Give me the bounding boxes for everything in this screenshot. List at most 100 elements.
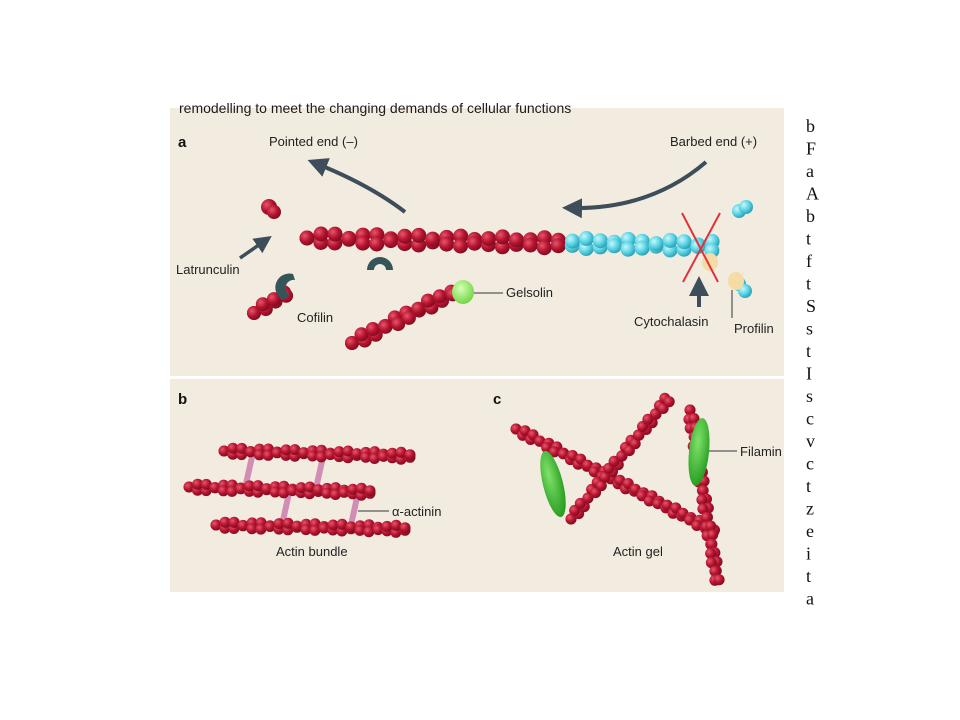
panel-b-letter: b [178, 391, 187, 408]
side-text-letter: t [806, 274, 811, 294]
side-text-letter: I [806, 364, 812, 384]
actin-monomer [372, 524, 384, 536]
actin-monomer [536, 240, 552, 256]
actin-monomer [354, 524, 366, 536]
actin-monomer [273, 518, 285, 530]
side-text-letter: a [806, 589, 814, 609]
actin-monomer [266, 292, 281, 307]
latrunculin-label: Latrunculin [176, 262, 240, 277]
figure-caption: remodelling to meet the changing demands… [179, 100, 571, 116]
actin-monomer [300, 524, 312, 536]
side-text-letter: i [806, 544, 811, 564]
bundle-filament-middle [183, 478, 376, 501]
actin-monomer [313, 226, 329, 242]
gel-filament [683, 404, 725, 586]
filamin-icon [540, 450, 566, 518]
actin-monomer [307, 450, 318, 462]
side-text-letter: t [806, 476, 811, 496]
actin-monomer [236, 442, 248, 454]
gelsolin-label: Gelsolin [506, 285, 553, 300]
actin-monomer [298, 447, 310, 459]
gelsolin-icon [452, 280, 474, 304]
actin-monomer [345, 336, 359, 350]
actin-monomer [550, 238, 566, 254]
actin-monomer [183, 481, 195, 493]
actin-monomer [243, 480, 255, 492]
actin-monomer [629, 438, 641, 450]
actin-monomer [217, 485, 229, 497]
actin-monomer [567, 450, 578, 461]
actin-monomer [304, 481, 316, 493]
actin-monomer [697, 503, 709, 515]
filamin-label: Filamin [740, 444, 782, 459]
actin-monomer [245, 446, 257, 457]
actin-monomer [309, 524, 321, 536]
actin-monomer [237, 519, 249, 531]
actin-monomer [235, 483, 247, 495]
actin-monomer [509, 232, 524, 248]
side-text-letter: c [806, 454, 814, 474]
actin-monomer [495, 229, 511, 245]
actin-monomer [227, 442, 239, 454]
actin-monomer [278, 487, 290, 499]
actin-monomer [355, 235, 371, 251]
side-text-letter: a [806, 161, 814, 181]
actin-monomer [210, 519, 222, 531]
actin-monomer [246, 523, 258, 535]
cytochalasin-cross-line [681, 212, 719, 283]
actin-monomer [318, 522, 330, 534]
actin-monomer [578, 231, 594, 246]
cytochalasin-label: Cytochalasin [634, 314, 708, 329]
actin-monomer [564, 233, 580, 249]
actin-monomer [261, 483, 273, 495]
actin-monomer [592, 233, 608, 249]
actin-monomer [411, 301, 426, 316]
barbed-end-label: Barbed end (+) [670, 134, 757, 149]
actin-monomer [676, 234, 692, 250]
actin-monomer [209, 482, 221, 493]
actin-monomer [200, 478, 212, 490]
actin-monomer [582, 492, 594, 504]
side-text-letter: b [806, 116, 815, 136]
actin-monomer [691, 520, 703, 531]
actin-monomer [381, 520, 393, 532]
panel-c-letter: c [493, 391, 501, 408]
side-text-letter: F [806, 139, 816, 159]
barbed-end-arrow [562, 160, 708, 219]
actin-monomer [709, 565, 721, 577]
actin-monomer [378, 319, 393, 334]
side-text-letter: t [806, 566, 811, 586]
actin-monomer [404, 449, 416, 461]
actin-monomer [255, 523, 267, 535]
cofilin-bound-icon [367, 257, 393, 270]
actin-monomer [364, 485, 376, 497]
actin-monomer [369, 453, 380, 464]
actin-monomer [271, 447, 283, 459]
actin-monomer [608, 455, 620, 467]
actin-monomer [548, 446, 560, 458]
actin-monomer [481, 231, 497, 247]
actin-monomer [262, 449, 274, 461]
actin-monomer [253, 449, 265, 461]
bundle-filament-bottom [210, 516, 411, 538]
latrunculin-arrow [239, 236, 272, 260]
side-text-letter: S [806, 296, 816, 316]
actin-monomer [706, 538, 718, 550]
actin-monomer [707, 529, 719, 541]
side-text-letter: z [806, 499, 814, 519]
actin-monomer [453, 238, 468, 254]
actin-monomer [395, 446, 407, 458]
actin-monomer [289, 444, 301, 456]
actin-monomer [315, 451, 327, 463]
actin-monomer [391, 317, 406, 332]
actin-monomer [421, 293, 435, 308]
pointed-end-label: Pointed end (–) [269, 134, 358, 149]
actin-monomer [269, 486, 281, 498]
side-text-letter: v [806, 431, 815, 451]
actin-monomer [280, 444, 292, 456]
actin-monomer [383, 233, 399, 249]
actin-monomer [616, 450, 628, 462]
actin-monomer [620, 241, 636, 257]
